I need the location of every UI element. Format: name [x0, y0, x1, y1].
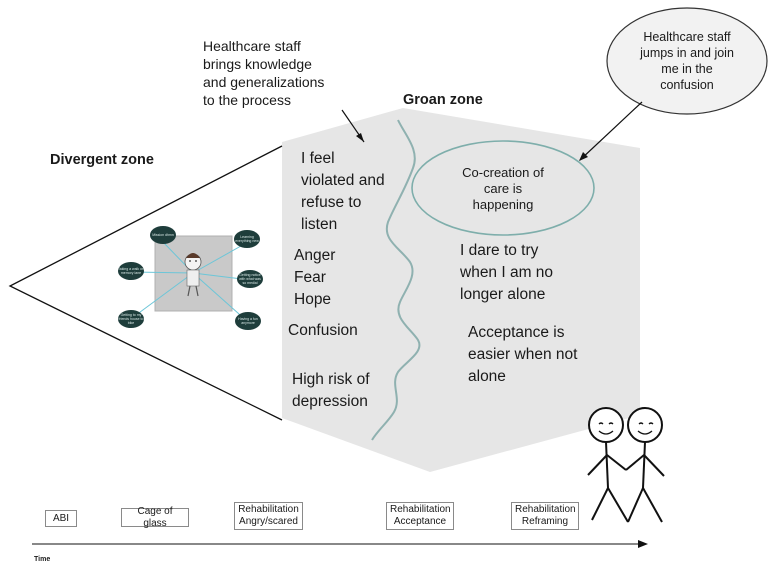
- staff-confusion-note: Healthcare staff jumps in and join me in…: [622, 29, 752, 93]
- stage-box-angry: Rehabilitation Angry/scared: [234, 502, 303, 530]
- stage-label: Cage of glass: [137, 505, 173, 529]
- stage-label: Reframing: [521, 516, 569, 527]
- mindmap-bubble: Learning everything new: [234, 230, 260, 248]
- divergent-zone-heading: Divergent zone: [50, 152, 154, 168]
- cocreation-text: Co-creation of care is happening: [443, 165, 563, 213]
- stage-label: Acceptance: [393, 516, 447, 527]
- divergent-zone-outline: [8, 145, 283, 421]
- stage-box-reframing: Rehabilitation Reframing: [511, 502, 579, 530]
- groan-zone-heading: Groan zone: [403, 92, 483, 108]
- stage-label: Rehabilitation: [515, 504, 576, 515]
- staff-knowledge-note: Healthcare staff brings knowledge and ge…: [203, 37, 324, 109]
- text-line: Acceptance is: [468, 324, 565, 341]
- groan-zone-area: [282, 108, 640, 472]
- staff-confusion-ellipse: [606, 7, 768, 115]
- depression-text: High risk of depression: [292, 369, 370, 413]
- mindmap-bubble: Getting notice with what was so medial: [237, 270, 263, 288]
- text-line: Hope: [294, 291, 332, 308]
- text-line: Fear: [294, 269, 326, 286]
- text-line: longer alone: [460, 286, 546, 303]
- stick-figures-holding-hands-icon: [587, 407, 665, 523]
- confusion-text: Confusion: [288, 322, 358, 339]
- stage-box-acceptance: Rehabilitation Acceptance: [386, 502, 454, 530]
- text-line: listen: [301, 216, 338, 233]
- text-line: when I am no: [460, 264, 554, 281]
- note-line: jumps in and join: [640, 46, 734, 60]
- violated-text: I feel violated and refuse to listen: [301, 148, 385, 236]
- text-line: I feel: [301, 150, 335, 167]
- mindmap-bubble: Having a fun anymore: [235, 312, 261, 330]
- mindmap-bubble: Taking a walk on memory lane: [118, 262, 144, 280]
- mindmap-bubble: Getting to my friends house to bike: [118, 310, 144, 328]
- stage-label: Rehabilitation: [238, 504, 299, 515]
- stage-label: ABI: [52, 512, 70, 524]
- text-line: Anger: [294, 247, 336, 264]
- text-line: High risk of: [292, 371, 370, 388]
- stage-box-cage: Cage of glass: [121, 505, 189, 529]
- text-line: alone: [468, 368, 506, 385]
- note-line: brings knowledge: [203, 56, 312, 72]
- note-line: and generalizations: [203, 74, 325, 90]
- note-line: Co-creation of: [462, 165, 544, 180]
- cocreation-ellipse: [411, 140, 595, 236]
- stage-box-abi: ABI: [45, 510, 77, 527]
- dare-text: I dare to try when I am no longer alone: [460, 240, 553, 306]
- mindmap-bubble: Mission dhmn: [150, 226, 176, 244]
- note-line: happening: [472, 197, 534, 212]
- text-line: easier when not: [468, 346, 578, 363]
- note-line: me in the: [661, 62, 713, 76]
- stage-label: Rehabilitation: [390, 504, 451, 515]
- note-line: care is: [483, 181, 523, 196]
- acceptance-text: Acceptance is easier when not alone: [468, 322, 577, 388]
- note-line: Healthcare staff: [203, 38, 301, 54]
- text-line: violated and: [301, 172, 385, 189]
- stage-label: Angry/scared: [239, 516, 298, 527]
- person-figure-icon: [184, 253, 202, 297]
- confusion-arrow: [579, 101, 643, 161]
- confusion-arrowhead: [579, 152, 588, 161]
- groan-divider-wave: [371, 119, 421, 441]
- time-axis-arrowhead: [638, 540, 648, 548]
- note-line: Healthcare staff: [643, 30, 731, 44]
- text-line: I dare to try: [460, 242, 539, 259]
- note-line: confusion: [660, 78, 714, 92]
- text-line: refuse to: [301, 194, 362, 211]
- text-line: depression: [292, 393, 368, 410]
- emotions-text: Anger Fear Hope: [294, 245, 335, 311]
- time-axis-label: Time: [34, 556, 51, 563]
- note-line: to the process: [203, 92, 291, 108]
- knowledge-arrowhead: [356, 133, 364, 142]
